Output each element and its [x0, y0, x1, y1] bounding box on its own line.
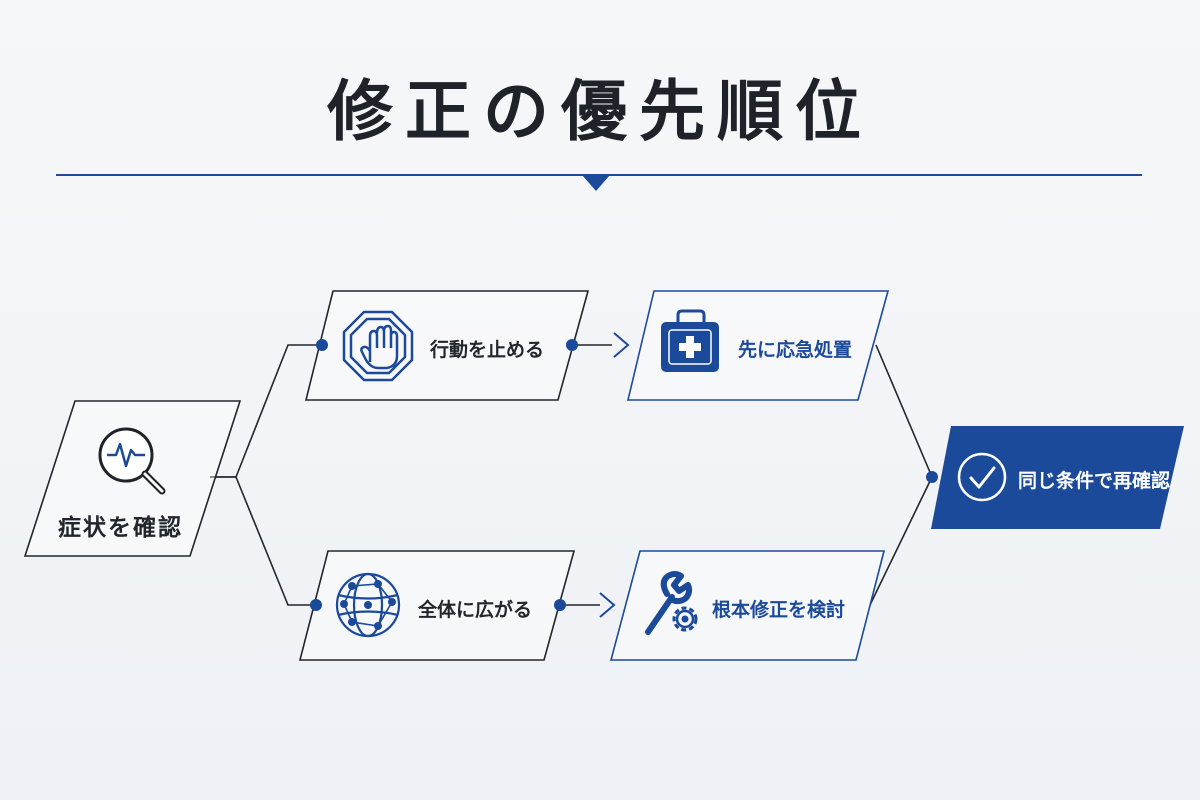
node-spread-box — [298, 550, 576, 661]
node-firstaid-box — [626, 290, 890, 401]
arrow-to-rootfix — [599, 592, 616, 618]
node-firstaid-label: 先に応急処置 — [738, 339, 853, 361]
node-spread-label: 全体に広がる — [418, 599, 533, 621]
dot-spread-in — [310, 599, 322, 611]
connectors — [210, 344, 933, 606]
node-rootfix-label: 根本修正を検討 — [712, 599, 846, 621]
dot-stop-out — [566, 339, 578, 351]
check-circle-icon — [957, 452, 1007, 502]
title-divider-notch — [582, 175, 610, 191]
wrench-gear-icon — [645, 571, 698, 635]
arrowheads — [599, 332, 630, 618]
node-symptom-label: 症状を確認 — [58, 515, 183, 541]
dot-stop-in — [316, 339, 328, 351]
connector-firstaid-recheck — [875, 344, 933, 478]
node-stop-label: 行動を止める — [430, 339, 545, 361]
magnifier-pulse-icon — [98, 427, 166, 495]
dot-recheck-in — [926, 471, 938, 483]
arrow-to-firstaid — [613, 332, 630, 358]
stop-hand-icon — [342, 310, 414, 382]
network-globe-icon — [335, 572, 401, 638]
page-title: 修正の優先順位 — [327, 73, 873, 150]
connector-dots — [310, 339, 938, 611]
dot-spread-out — [554, 599, 566, 611]
connector-rootfix-recheck — [869, 476, 933, 606]
connector-symptom-spread — [210, 476, 316, 606]
node-recheck-label: 同じ条件で再確認 — [1018, 470, 1171, 492]
node-recheck-box — [931, 426, 1184, 529]
first-aid-kit-icon — [661, 309, 719, 372]
